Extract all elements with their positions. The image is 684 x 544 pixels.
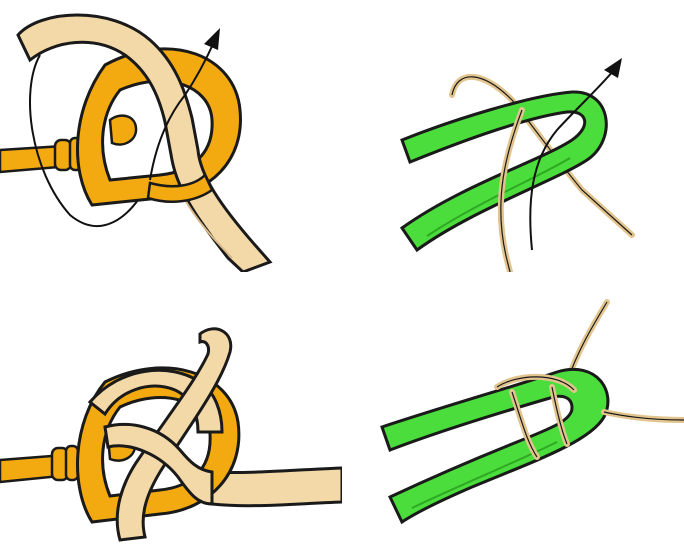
panel-1-drawing [0,0,342,272]
hook-shank-3 [0,446,80,482]
panel-step-3 [0,272,342,544]
panel-step-4 [342,272,684,544]
fine-line-standing [604,412,684,420]
panel-step-2 [342,0,684,272]
panel-4-drawing [342,272,684,544]
panel-2-drawing [342,0,684,272]
arrow-head-icon [204,28,220,50]
panel-step-1 [0,0,342,272]
arrow-head-icon-2 [604,58,622,78]
panel-3-drawing [0,272,342,544]
